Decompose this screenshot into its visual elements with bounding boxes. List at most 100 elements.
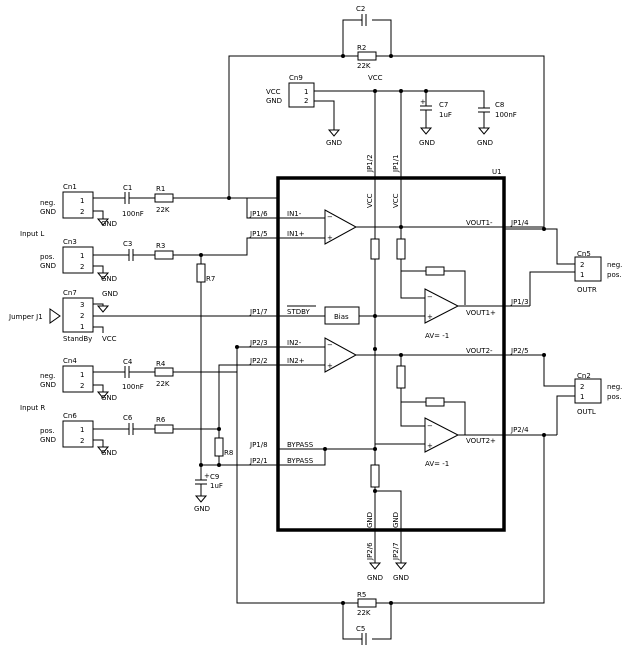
resistor-r2	[357, 51, 377, 61]
capacitor-c2	[361, 14, 367, 26]
connector-cn1	[62, 191, 94, 219]
ground-symbol	[477, 127, 491, 135]
opamp-1-minus: −	[327, 213, 333, 221]
capacitor-c9	[195, 479, 207, 496]
signal-gnd-a: GND	[366, 512, 374, 528]
cn3-pin-1: 1	[80, 252, 84, 260]
ground-symbol	[368, 562, 382, 570]
r4-value: 22K	[156, 380, 170, 388]
cn9-pin-2: 2	[304, 97, 308, 105]
vcc-label: VCC	[368, 74, 383, 82]
internal-resistor	[425, 397, 445, 407]
junction-dot	[341, 54, 345, 58]
connector-cn3	[62, 246, 94, 274]
c7-label: C7	[439, 101, 448, 109]
r3-label: R3	[156, 242, 165, 250]
c5-label: C5	[356, 625, 365, 633]
bias-label: Bias	[334, 313, 349, 321]
cn5-text-2: pos.	[607, 271, 622, 279]
gnd-label: GND	[419, 139, 435, 147]
c6-label: C6	[123, 414, 133, 422]
signal-in2-plus: IN2+	[287, 357, 305, 365]
opamp-3-minus: −	[427, 293, 433, 301]
cn3-label: Cn3	[63, 238, 77, 246]
cn7-pin-3: 3	[80, 301, 84, 309]
junction-dot	[373, 347, 377, 351]
cn6-pin-1: 1	[80, 426, 84, 434]
pin-jp1-4: JP1/4	[510, 219, 529, 227]
jumper-label: Jumper J1	[8, 313, 43, 321]
pin-jp2-4: JP2/4	[510, 426, 529, 434]
c9-value: 1uF	[210, 482, 223, 490]
cn5-sub: OUTR	[577, 286, 597, 294]
c7-value: 1uF	[439, 111, 452, 119]
gnd-label: GND	[101, 275, 117, 283]
signal-vcc-a: VCC	[366, 193, 374, 208]
pin-jp1-3: JP1/3	[510, 298, 529, 306]
top-feedback: C2 R2 22K	[228, 5, 545, 229]
cn5-label: Cn5	[577, 250, 591, 258]
signal-in1-minus: IN1-	[287, 210, 302, 218]
cn9-pin-1: 1	[304, 88, 308, 96]
cn4-pin-1: 1	[80, 371, 84, 379]
signal-stdby: STDBY	[287, 308, 311, 316]
pin-jp2-5: JP2/5	[510, 347, 529, 355]
resistor-r8	[214, 437, 224, 457]
cn7-label: Cn7	[63, 289, 77, 297]
ground-symbol	[96, 446, 110, 454]
cn5-text-1: neg.	[607, 261, 622, 269]
c7-polarity: +	[420, 98, 426, 106]
r2-value: 22K	[357, 62, 371, 70]
cn2-sub: OUTL	[577, 408, 596, 416]
signal-bypass-2: BYPASS	[287, 457, 314, 465]
cn9-label: Cn9	[289, 74, 303, 82]
pin-jp2-3: JP2/3	[249, 339, 268, 347]
junction-dot	[389, 601, 393, 605]
connector-cn2	[574, 378, 602, 404]
c2-label: C2	[356, 5, 365, 13]
cn6-text-2: GND	[40, 436, 56, 444]
ground-symbol	[96, 272, 110, 280]
c3-label: C3	[123, 240, 132, 248]
opamp-1	[324, 209, 358, 245]
internal-resistor	[370, 464, 380, 488]
signal-vout1-minus: VOUT1-	[466, 219, 493, 227]
cn4-pin-2: 2	[80, 382, 84, 390]
junction-dot	[373, 89, 377, 93]
c8-label: C8	[495, 101, 504, 109]
cn2-text-2: pos.	[607, 393, 622, 401]
junction-dot	[217, 463, 221, 467]
opamp-4-minus: −	[427, 422, 433, 430]
r5-label: R5	[357, 591, 366, 599]
cn4-label: Cn4	[63, 357, 77, 365]
ground-symbol	[419, 127, 433, 135]
r8-label: R8	[224, 449, 233, 457]
junction-dot	[399, 353, 403, 357]
cn2-pin-2: 2	[580, 383, 584, 391]
cn9-text-2: GND	[266, 97, 282, 105]
ground-symbol	[194, 495, 208, 503]
cn1-text-2: GND	[40, 208, 56, 216]
inputs: Cn1 neg. GND 1 2 C1 100nF R1 22K GND Inp…	[8, 183, 278, 513]
cn7-sub: StandBy	[63, 335, 92, 343]
resistor-r1	[154, 193, 174, 203]
c4-label: C4	[123, 358, 133, 366]
pin-jp2-1: JP2/1	[249, 457, 268, 465]
cn5-pin-1: 1	[580, 271, 584, 279]
r5-value: 22K	[357, 609, 371, 617]
c9-label: C9	[210, 473, 219, 481]
gnd-label: GND	[477, 139, 493, 147]
ic-internal: − + − + − + AV= -1 − + AV= -1	[278, 209, 544, 582]
cn2-label: Cn2	[577, 372, 591, 380]
opamp-4-plus: +	[427, 442, 433, 450]
cn7-pin-2: 2	[80, 312, 84, 320]
resistor-r4	[154, 367, 174, 377]
cn6-text-1: pos.	[40, 427, 55, 435]
signal-bypass-1: BYPASS	[287, 441, 314, 449]
gnd-label: GND	[101, 394, 117, 402]
signal-vout2-minus: VOUT2-	[466, 347, 493, 355]
ic-u1-body	[276, 176, 506, 532]
opamp-2-plus: +	[327, 362, 333, 370]
outputs: Cn5 2 1 neg. pos. OUTR Cn2 2 1 neg. pos.…	[504, 227, 622, 437]
